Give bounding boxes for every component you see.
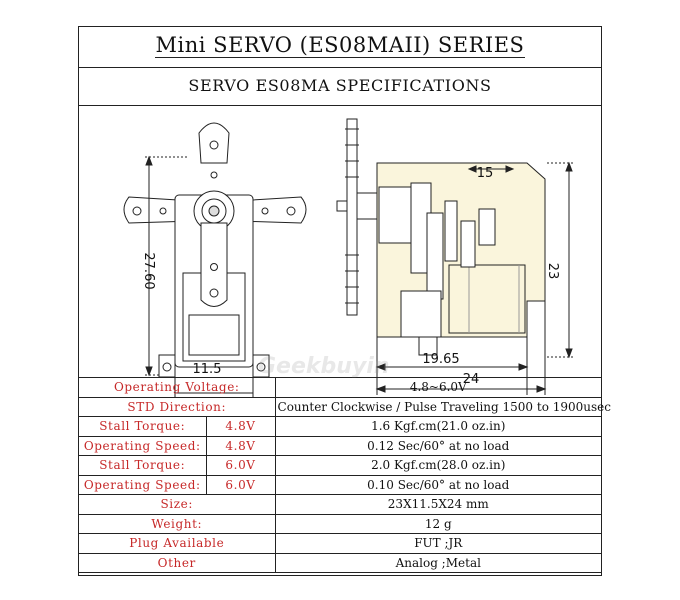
table-row: Stall Torque: 4.8V 1.6 Kgf.cm(21.0 oz.in…: [79, 416, 602, 437]
table-row: Weight: 12 g: [79, 513, 602, 534]
spec-value: Analog ;Metal: [274, 552, 602, 573]
spec-label: Stall Torque:: [79, 416, 207, 437]
spec-value: 2.0 Kgf.cm(28.0 oz.in): [274, 455, 602, 476]
spec-value: 1.6 Kgf.cm(21.0 oz.in): [274, 416, 602, 437]
table-row: Stall Torque: 6.0V 2.0 Kgf.cm(28.0 oz.in…: [79, 455, 602, 476]
table-row: Operating Speed: 6.0V 0.10 Sec/60° at no…: [79, 474, 602, 495]
spec-voltage: 4.8V: [205, 416, 276, 437]
spec-label: Weight:: [79, 513, 276, 534]
page-title: Mini SERVO (ES08MAII) SERIES: [154, 33, 526, 58]
title-row: Mini SERVO (ES08MAII) SERIES: [79, 27, 601, 68]
front-view: [123, 122, 307, 397]
spec-value: 23X11.5X24 mm: [274, 494, 602, 515]
spec-voltage: 4.8V: [205, 435, 276, 456]
spec-voltage: 6.0V: [205, 474, 276, 495]
spec-table: Operating Voltage: 4.8~6.0V STD Directio…: [79, 377, 611, 573]
table-row: Operating Voltage: 4.8~6.0V: [79, 377, 602, 398]
spec-label: Operating Voltage:: [79, 377, 276, 398]
spec-voltage: 6.0V: [205, 455, 276, 476]
table-row: Plug Available FUT ;JR: [79, 533, 602, 554]
spec-label: Operating Speed:: [79, 474, 207, 495]
spec-label: Stall Torque:: [79, 455, 207, 476]
spec-value: 12 g: [274, 513, 602, 534]
spec-label: STD Direction:: [79, 396, 276, 417]
dim-height-side: 23: [545, 263, 560, 280]
servo-technical-drawing: 27.60 11.5: [123, 118, 575, 397]
dim-body-length: 19.65: [422, 352, 459, 367]
dim-height-front: 27.60: [141, 252, 156, 289]
page-subtitle: SERVO ES08MA SPECIFICATIONS: [188, 76, 492, 95]
table-row: Size: 23X11.5X24 mm: [79, 494, 602, 515]
table-row: STD Direction: Counter Clockwise / Pulse…: [79, 396, 611, 417]
spec-label: Size:: [79, 494, 276, 515]
spec-value: 0.10 Sec/60° at no load: [274, 474, 602, 495]
spec-value: FUT ;JR: [274, 533, 602, 554]
spec-value: 4.8~6.0V: [274, 377, 602, 398]
spec-value: Counter Clockwise / Pulse Traveling 1500…: [274, 396, 611, 417]
subtitle-row: SERVO ES08MA SPECIFICATIONS: [79, 67, 601, 106]
table-row: Other Analog ;Metal: [79, 552, 602, 573]
dim-shaft-offset: 15: [477, 166, 494, 181]
side-view: [336, 118, 575, 395]
spec-label: Operating Speed:: [79, 435, 207, 456]
table-row: Operating Speed: 4.8V 0.12 Sec/60° at no…: [79, 435, 602, 456]
dim-width-front: 11.5: [193, 362, 222, 377]
spec-label: Plug Available: [79, 533, 276, 554]
watermark: Geekbuyin: [258, 354, 390, 379]
spec-value: 0.12 Sec/60° at no load: [274, 435, 602, 456]
spec-sheet: Mini SERVO (ES08MAII) SERIES SERVO ES08M…: [78, 26, 611, 576]
spec-label: Other: [79, 552, 276, 573]
